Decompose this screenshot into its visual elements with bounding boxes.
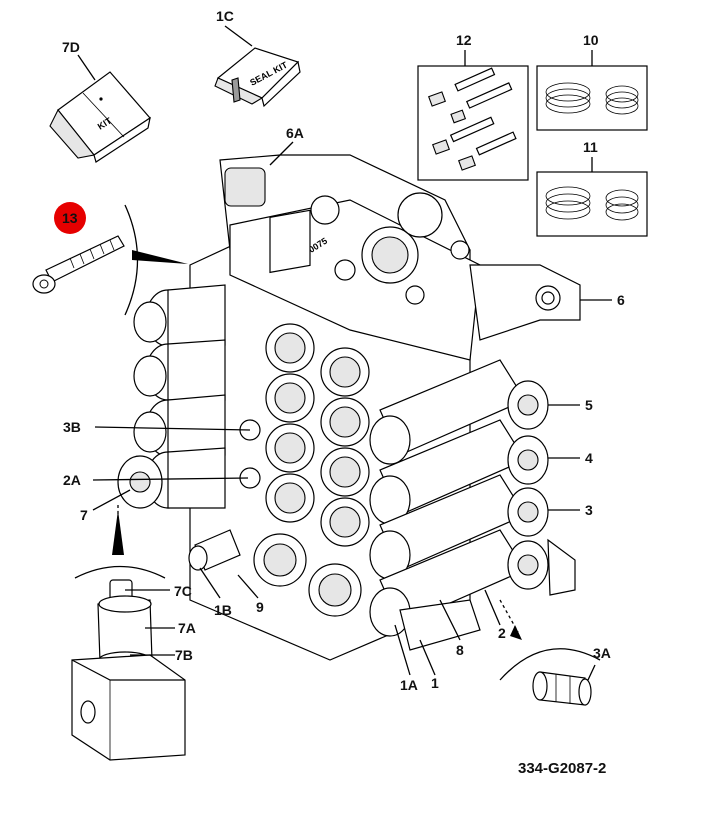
callout-7: 7	[80, 507, 88, 523]
valve-block-assembly: 8-60075	[117, 154, 581, 661]
studs-nuts-set	[428, 67, 517, 171]
fitting-3a	[532, 671, 592, 706]
arc-3a	[499, 648, 601, 681]
plug-1b	[188, 529, 241, 571]
leader-1c	[224, 25, 253, 47]
callout-10: 10	[583, 32, 599, 48]
leader-8	[439, 599, 461, 641]
spool-bores	[239, 323, 370, 617]
arrow-3a	[510, 625, 522, 640]
callout-3: 3	[585, 502, 593, 518]
leader-3b	[94, 426, 251, 431]
callout-6a: 6A	[286, 125, 304, 141]
seal-rings-10	[545, 82, 639, 115]
arrow-13	[132, 250, 188, 264]
leader-9	[237, 574, 259, 599]
callout-12: 12	[456, 32, 472, 48]
callout-13: 13	[62, 210, 78, 226]
leader-3a-dash	[499, 599, 519, 633]
leader-3a	[587, 664, 596, 681]
cap-screw-13	[32, 235, 125, 294]
highlight-marker-13[interactable]	[54, 202, 86, 234]
leader-7	[92, 489, 131, 511]
callout-4: 4	[585, 450, 593, 466]
arc-7	[74, 565, 166, 579]
callout-1c: 1C	[216, 8, 234, 24]
callout-7b: 7B	[175, 647, 193, 663]
seal-rings-box-11	[536, 171, 648, 237]
leader-2a	[92, 477, 249, 481]
callout-5: 5	[585, 397, 593, 413]
callout-11: 11	[583, 139, 598, 155]
callout-6: 6	[617, 292, 625, 308]
callout-3a: 3A	[593, 645, 611, 661]
callout-7c: 7C	[174, 583, 192, 599]
leader-1	[419, 639, 436, 676]
callout-8: 8	[456, 642, 464, 658]
leader-2	[484, 589, 501, 626]
callout-2a: 2A	[63, 472, 81, 488]
callout-7a: 7A	[178, 620, 196, 636]
leader-6a	[269, 141, 294, 166]
document-number: 334-G2087-2	[518, 760, 606, 777]
solenoid-detail	[71, 579, 186, 761]
leader-7d	[77, 54, 96, 81]
arrow-7	[112, 510, 124, 555]
right-solenoids	[369, 359, 576, 637]
kit-7d-illustration: KIT	[49, 71, 151, 163]
seal-rings-box-10	[536, 65, 648, 131]
callout-1b: 1B	[214, 602, 232, 618]
left-solenoids	[117, 284, 226, 509]
seal-kit-1c-illustration: SEAL KIT	[214, 47, 301, 108]
callout-2: 2	[498, 625, 506, 641]
callout-1: 1	[431, 675, 439, 691]
leader-1a	[394, 624, 411, 676]
callout-3b: 3B	[63, 419, 81, 435]
callout-1a: 1A	[400, 677, 418, 693]
callout-7d: 7D	[62, 39, 80, 55]
seal-rings-11	[545, 186, 639, 221]
callout-9: 9	[256, 599, 264, 615]
leader-1b	[199, 567, 221, 599]
